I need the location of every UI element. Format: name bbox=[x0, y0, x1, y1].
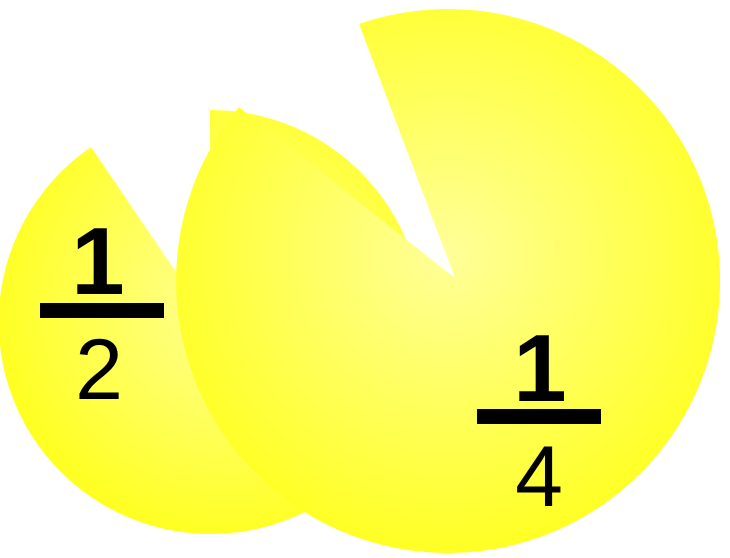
half-fraction-bar bbox=[40, 303, 164, 318]
quarter-numerator: 1 bbox=[513, 315, 566, 422]
quarter-pie-shape bbox=[176, 9, 720, 553]
quarter-denominator: 4 bbox=[515, 429, 563, 525]
half-numerator: 1 bbox=[71, 208, 124, 315]
quarter-fraction-bar bbox=[477, 409, 601, 424]
half-denominator: 2 bbox=[75, 322, 123, 418]
